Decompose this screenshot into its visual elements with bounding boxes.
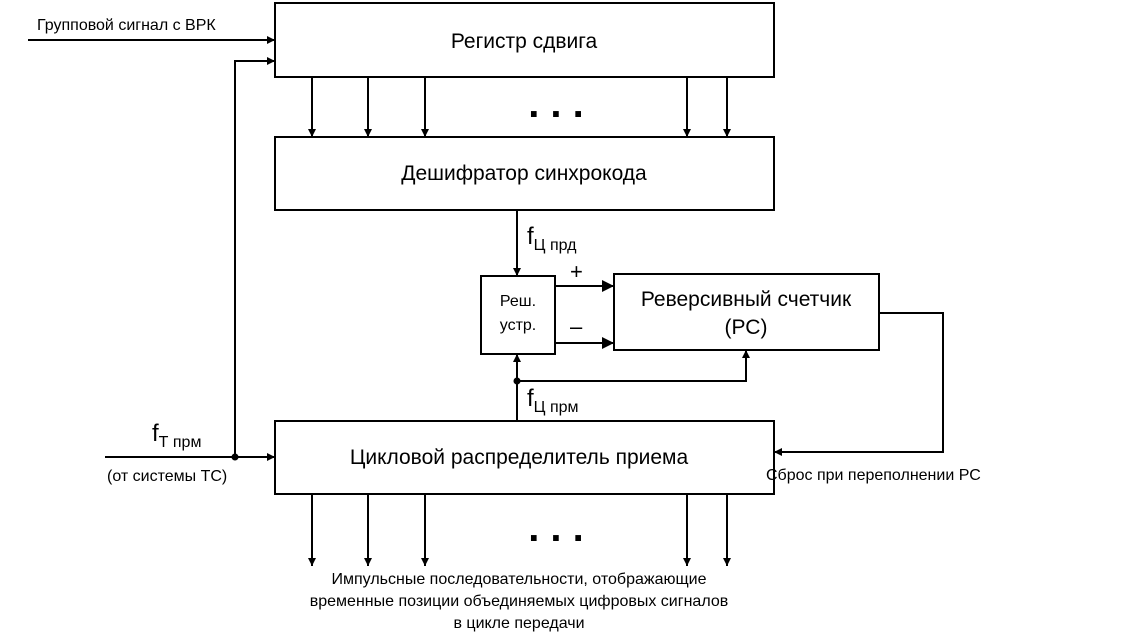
fc-prd-label: fЦ прд <box>527 223 577 254</box>
sync-decoder-block: Дешифратор синхрокода <box>274 136 775 211</box>
reset-label: Сброс при переполнении РС <box>766 467 981 484</box>
ft-to-shift-register-wire <box>234 57 275 457</box>
shift-register-outputs <box>308 77 731 137</box>
cyclic-distributor-label: Цикловой распределитель приема <box>350 446 689 469</box>
reversible-counter-block: Реверсивный счетчик (РС) <box>613 273 880 351</box>
decision-device-label-line1: Реш. <box>500 293 536 310</box>
cyclic-distributor-block: Цикловой распределитель приема <box>274 420 775 495</box>
ft-source-label: (от системы ТС) <box>107 468 227 485</box>
ft-junction-dot <box>231 453 239 461</box>
reversible-counter-label-line1: Реверсивный счетчик <box>641 288 852 311</box>
bottom-ellipsis: . . . <box>528 506 584 550</box>
top-ellipsis: . . . <box>528 82 584 126</box>
plus-sign: + <box>570 259 583 284</box>
fc-prm-to-counter-wire <box>517 350 750 382</box>
shift-register-label: Регистр сдвига <box>451 30 598 53</box>
reset-wire <box>774 312 944 456</box>
output-description-line: Импульсные последовательности, отображаю… <box>332 571 707 588</box>
decision-device-label-line2: устр. <box>500 317 537 334</box>
reversible-counter-label-line2: (РС) <box>725 316 768 339</box>
decision-device-block: Реш. устр. <box>480 275 556 355</box>
group-signal-label: Групповой сигнал с ВРК <box>37 17 216 34</box>
ft-label: fТ прм <box>152 420 201 451</box>
fc-prm-label: fЦ прм <box>527 385 579 416</box>
fc-prm-junction-dot <box>513 377 521 385</box>
output-description-line: временные позиции объединяемых цифровых … <box>310 593 728 610</box>
sync-decoder-label: Дешифратор синхрокода <box>401 162 647 185</box>
output-description-line: в цикле передачи <box>453 615 584 632</box>
distributor-outputs <box>308 494 731 566</box>
minus-sign: – <box>570 314 583 339</box>
shift-register-block: Регистр сдвига <box>274 2 775 78</box>
